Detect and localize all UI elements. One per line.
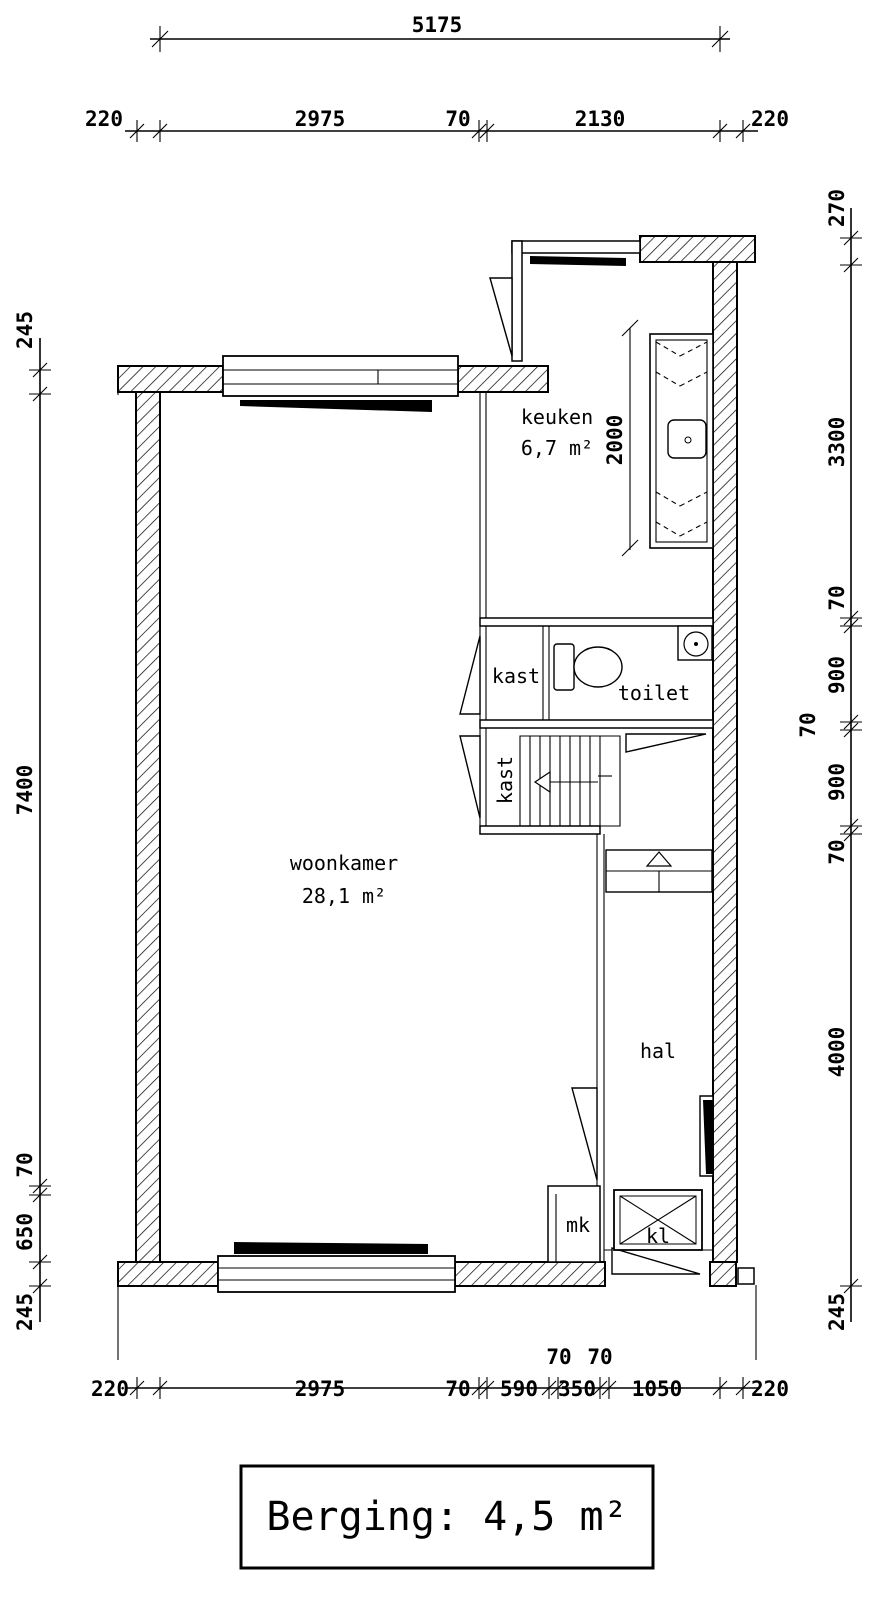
room-woonkamer-name: woonkamer xyxy=(290,851,398,875)
dim-right-5: 70 xyxy=(796,712,820,737)
doors xyxy=(459,277,714,1275)
dim-left-2: 7400 xyxy=(13,765,37,816)
room-woonkamer-area: 28,1 m² xyxy=(302,884,386,908)
dim-right-9: 245 xyxy=(825,1293,849,1331)
dim-top-1: 220 xyxy=(85,107,123,131)
room-keuken-name: keuken xyxy=(521,405,593,429)
dim-bottom-2: 2975 xyxy=(295,1377,346,1401)
kitchen-counter-dim: 2000 xyxy=(603,415,627,466)
dim-bottom-6: 1050 xyxy=(632,1377,683,1401)
dim-top-3: 70 xyxy=(445,107,470,131)
dim-top-overall: 5175 xyxy=(412,13,463,37)
room-kl: kl xyxy=(646,1224,670,1248)
dim-top-5: 220 xyxy=(751,107,789,131)
room-mk: mk xyxy=(566,1213,590,1237)
kitchen-counter: 2000 xyxy=(603,319,714,557)
room-labels: keuken 6,7 m² woonkamer 28,1 m² kast kas… xyxy=(290,405,690,1248)
stairs xyxy=(519,735,713,893)
room-toilet: toilet xyxy=(618,681,690,705)
walls xyxy=(117,235,756,1287)
dim-bottom-small-2: 70 xyxy=(587,1345,612,1369)
dim-left-5: 245 xyxy=(13,1293,37,1331)
dim-left-3: 70 xyxy=(13,1152,37,1177)
dim-right-3: 70 xyxy=(825,585,849,610)
storage-area-box: Berging: 4,5 m² xyxy=(239,1464,655,1570)
dim-bottom-3: 70 xyxy=(445,1377,470,1401)
room-kast-2: kast xyxy=(493,756,517,804)
dim-left-1: 245 xyxy=(13,311,37,349)
room-keuken-area: 6,7 m² xyxy=(521,436,593,460)
dimension-lines xyxy=(29,26,862,1399)
dim-right-4: 900 xyxy=(825,656,849,694)
dim-right-7: 70 xyxy=(825,839,849,864)
dim-bottom-1: 220 xyxy=(91,1377,129,1401)
dim-top-2: 2975 xyxy=(295,107,346,131)
dim-bottom-small-1: 70 xyxy=(546,1345,571,1369)
dimension-labels: 5175 220 2975 70 2130 220 70 70 220 2975… xyxy=(13,13,849,1401)
meter-box xyxy=(613,1189,703,1251)
toilet-fixtures xyxy=(553,625,713,691)
dim-left-4: 650 xyxy=(13,1213,37,1251)
storage-area-label: Berging: 4,5 m² xyxy=(266,1494,627,1540)
dim-right-8: 4000 xyxy=(825,1027,849,1078)
windows xyxy=(217,256,626,1293)
dim-bottom-7: 220 xyxy=(751,1377,789,1401)
room-hal: hal xyxy=(640,1039,676,1063)
room-kast-1: kast xyxy=(492,664,540,688)
dim-right-1: 270 xyxy=(825,189,849,227)
dim-right-6: 900 xyxy=(825,763,849,801)
dim-top-4: 2130 xyxy=(575,107,626,131)
dim-right-2: 3300 xyxy=(825,417,849,468)
dim-bottom-5: 350 xyxy=(558,1377,596,1401)
dim-bottom-4: 590 xyxy=(500,1377,538,1401)
